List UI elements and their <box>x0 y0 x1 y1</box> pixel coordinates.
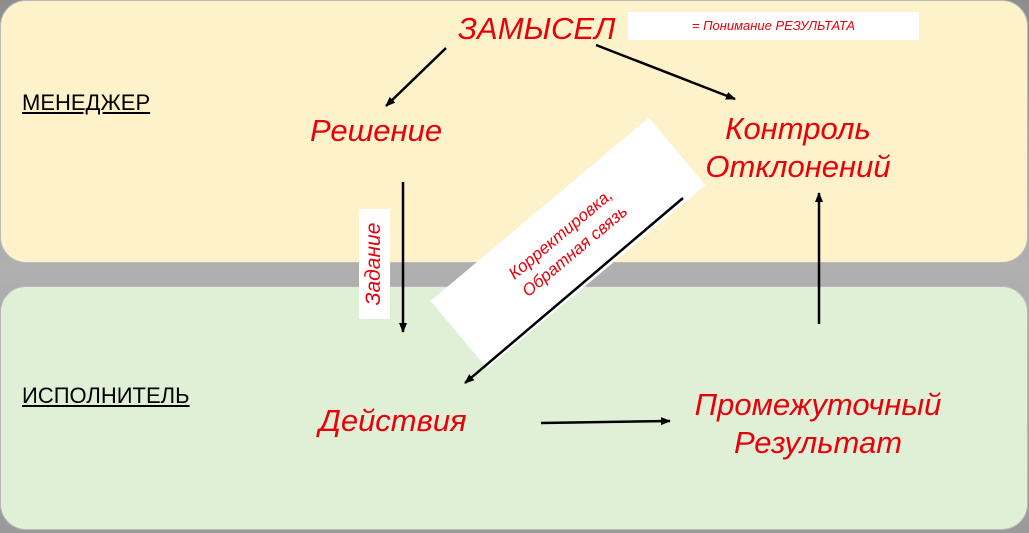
task-label-box <box>359 209 390 319</box>
interim-result-line1: Промежуточный <box>694 387 942 422</box>
interim-result-node: Промежуточный Результат <box>693 386 943 462</box>
arrow-idea-to-control <box>595 43 736 101</box>
control-node-line1: Контроль <box>725 111 871 146</box>
manager-zone <box>0 0 1028 263</box>
manager-role-label: МЕНЕДЖЕР <box>22 90 151 115</box>
arrow-idea-to-decision <box>385 47 447 107</box>
control-node-line2: Отклонений <box>705 149 891 184</box>
control-node: Контроль Отклонений <box>700 110 896 186</box>
interim-result-line2: Результат <box>733 425 903 460</box>
arrow-control-to-actions <box>464 197 684 384</box>
arrow-actions-to-result <box>540 417 671 426</box>
executor-role-label: ИСПОЛНИТЕЛЬ <box>22 383 190 408</box>
idea-note: = Понимание РЕЗУЛЬТАТА <box>628 12 919 40</box>
actions-node: Действия <box>319 403 467 438</box>
decision-node: Решение <box>310 113 443 148</box>
idea-node: ЗАМЫСЕЛ <box>458 11 616 46</box>
